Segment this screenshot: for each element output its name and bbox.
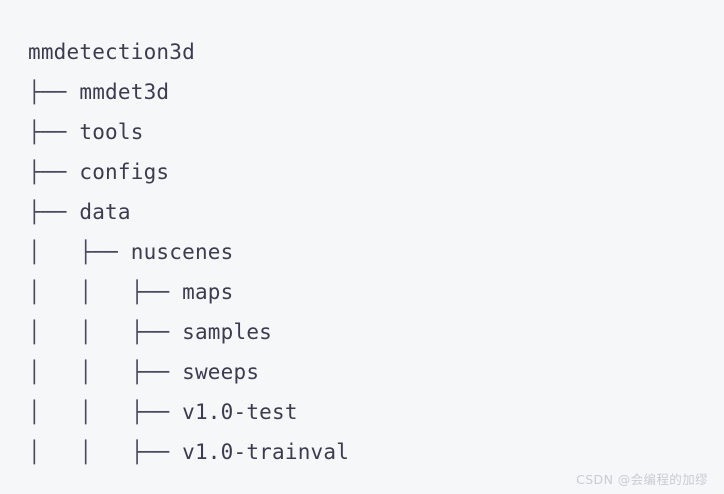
- tree-row: │ │ ├── v1.0-test: [28, 392, 708, 432]
- tree-row: │ │ ├── v1.0-trainval: [28, 432, 708, 472]
- tree-branch-glyphs: │ │ ├──: [28, 320, 183, 344]
- directory-tree: mmdetection3d├── mmdet3d├── tools├── con…: [28, 32, 708, 472]
- tree-node-label: nuscenes: [130, 240, 234, 264]
- tree-row: │ │ ├── sweeps: [28, 352, 708, 392]
- tree-node-label: maps: [182, 280, 234, 304]
- tree-row: ├── mmdet3d: [28, 72, 708, 112]
- tree-branch-glyphs: ├──: [28, 160, 80, 184]
- tree-node-label: samples: [182, 320, 273, 344]
- tree-node-label: v1.0-trainval: [182, 440, 350, 464]
- tree-row: ├── tools: [28, 112, 708, 152]
- tree-branch-glyphs: │ │ ├──: [28, 440, 183, 464]
- tree-node-label: configs: [79, 160, 170, 184]
- tree-row: │ ├── nuscenes: [28, 232, 708, 272]
- tree-node-label: tools: [79, 120, 144, 144]
- tree-row: │ │ ├── maps: [28, 272, 708, 312]
- tree-node-label: mmdetection3d: [28, 40, 195, 64]
- tree-row: ├── configs: [28, 152, 708, 192]
- tree-branch-glyphs: ├──: [28, 120, 80, 144]
- tree-node-label: data: [79, 200, 131, 224]
- tree-branch-glyphs: │ │ ├──: [28, 400, 183, 424]
- tree-node-label: v1.0-test: [182, 400, 298, 424]
- csdn-watermark: CSDN @会编程的加缪: [576, 472, 708, 487]
- tree-branch-glyphs: │ │ ├──: [28, 280, 183, 304]
- tree-node-label: mmdet3d: [79, 80, 170, 104]
- tree-branch-glyphs: ├──: [28, 80, 80, 104]
- tree-node-label: sweeps: [182, 360, 260, 384]
- tree-root-row: mmdetection3d: [28, 32, 708, 72]
- tree-branch-glyphs: │ │ ├──: [28, 360, 183, 384]
- tree-row: │ │ ├── samples: [28, 312, 708, 352]
- tree-branch-glyphs: ├──: [28, 200, 80, 224]
- tree-row: ├── data: [28, 192, 708, 232]
- tree-branch-glyphs: │ ├──: [28, 240, 131, 264]
